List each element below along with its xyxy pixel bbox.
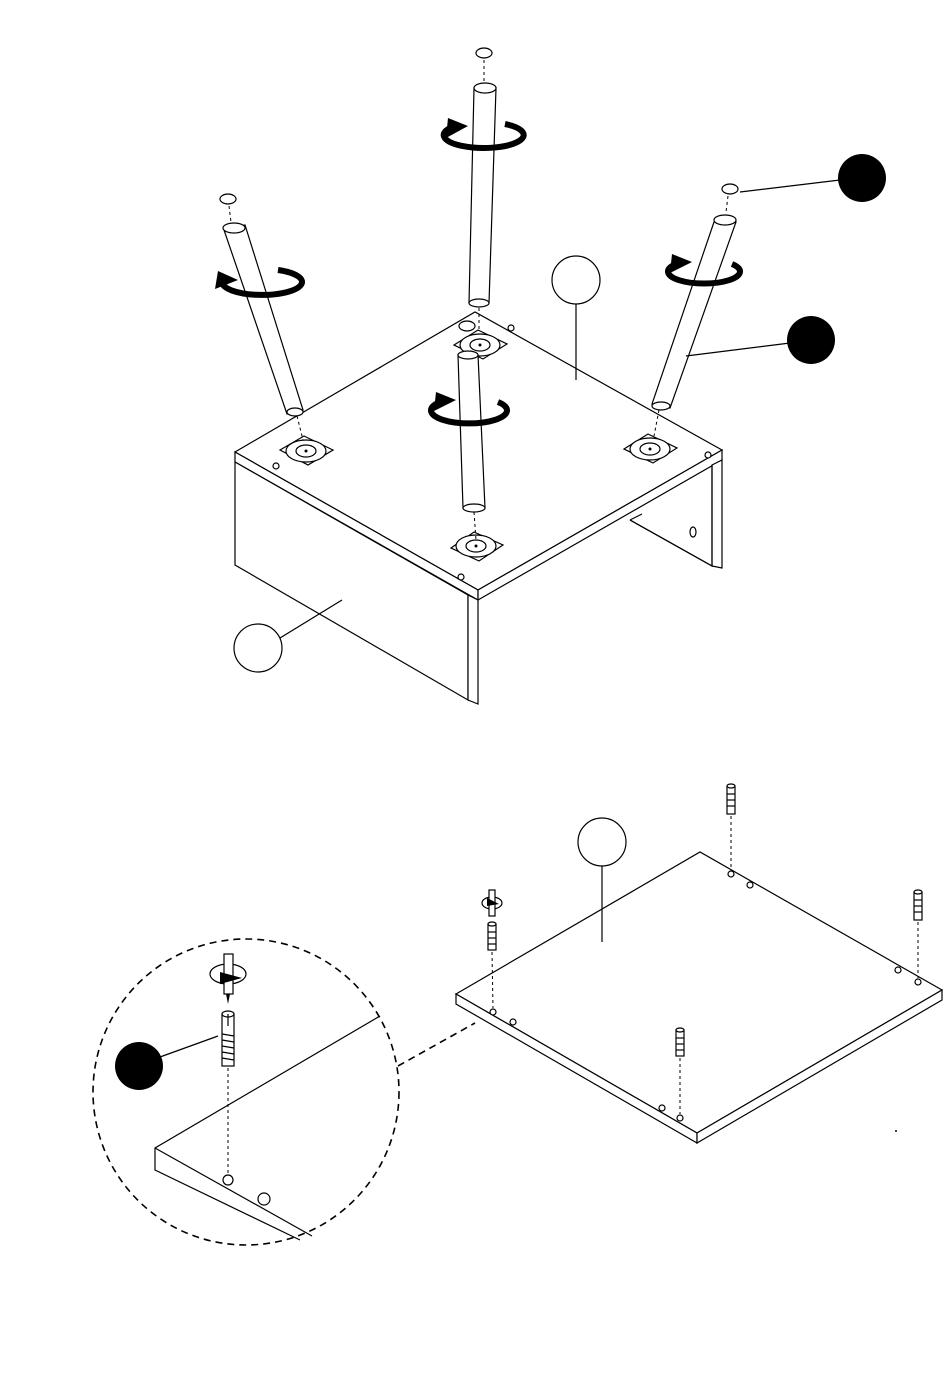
panel bbox=[456, 852, 942, 1143]
leg-cap bbox=[220, 194, 236, 204]
panel-top-face bbox=[456, 852, 942, 1133]
cam-bolt-2 bbox=[727, 784, 735, 870]
part-callout-leg bbox=[686, 316, 835, 364]
leg-right bbox=[652, 184, 738, 436]
detail-leader bbox=[398, 1023, 475, 1066]
detail-view bbox=[93, 939, 475, 1245]
leg-cap bbox=[722, 184, 738, 194]
leg-cap bbox=[476, 48, 492, 58]
screwdriver-icon bbox=[482, 890, 502, 916]
leg-back bbox=[469, 48, 496, 332]
attach-legs-step bbox=[215, 48, 886, 704]
part-callout-leg-cap bbox=[740, 154, 886, 202]
screwdriver-icon bbox=[210, 954, 246, 1004]
insert-fittings-step bbox=[93, 784, 942, 1245]
leg-cap bbox=[459, 321, 475, 331]
part-callout-cam-bolt bbox=[115, 1036, 218, 1090]
cam-bolt-3 bbox=[914, 890, 922, 978]
side-panel-left-edge bbox=[468, 595, 478, 704]
panel-hole bbox=[690, 527, 696, 537]
stray-dot bbox=[895, 1130, 897, 1132]
leg-left bbox=[220, 194, 303, 440]
side-panel-right-edge bbox=[712, 460, 722, 568]
